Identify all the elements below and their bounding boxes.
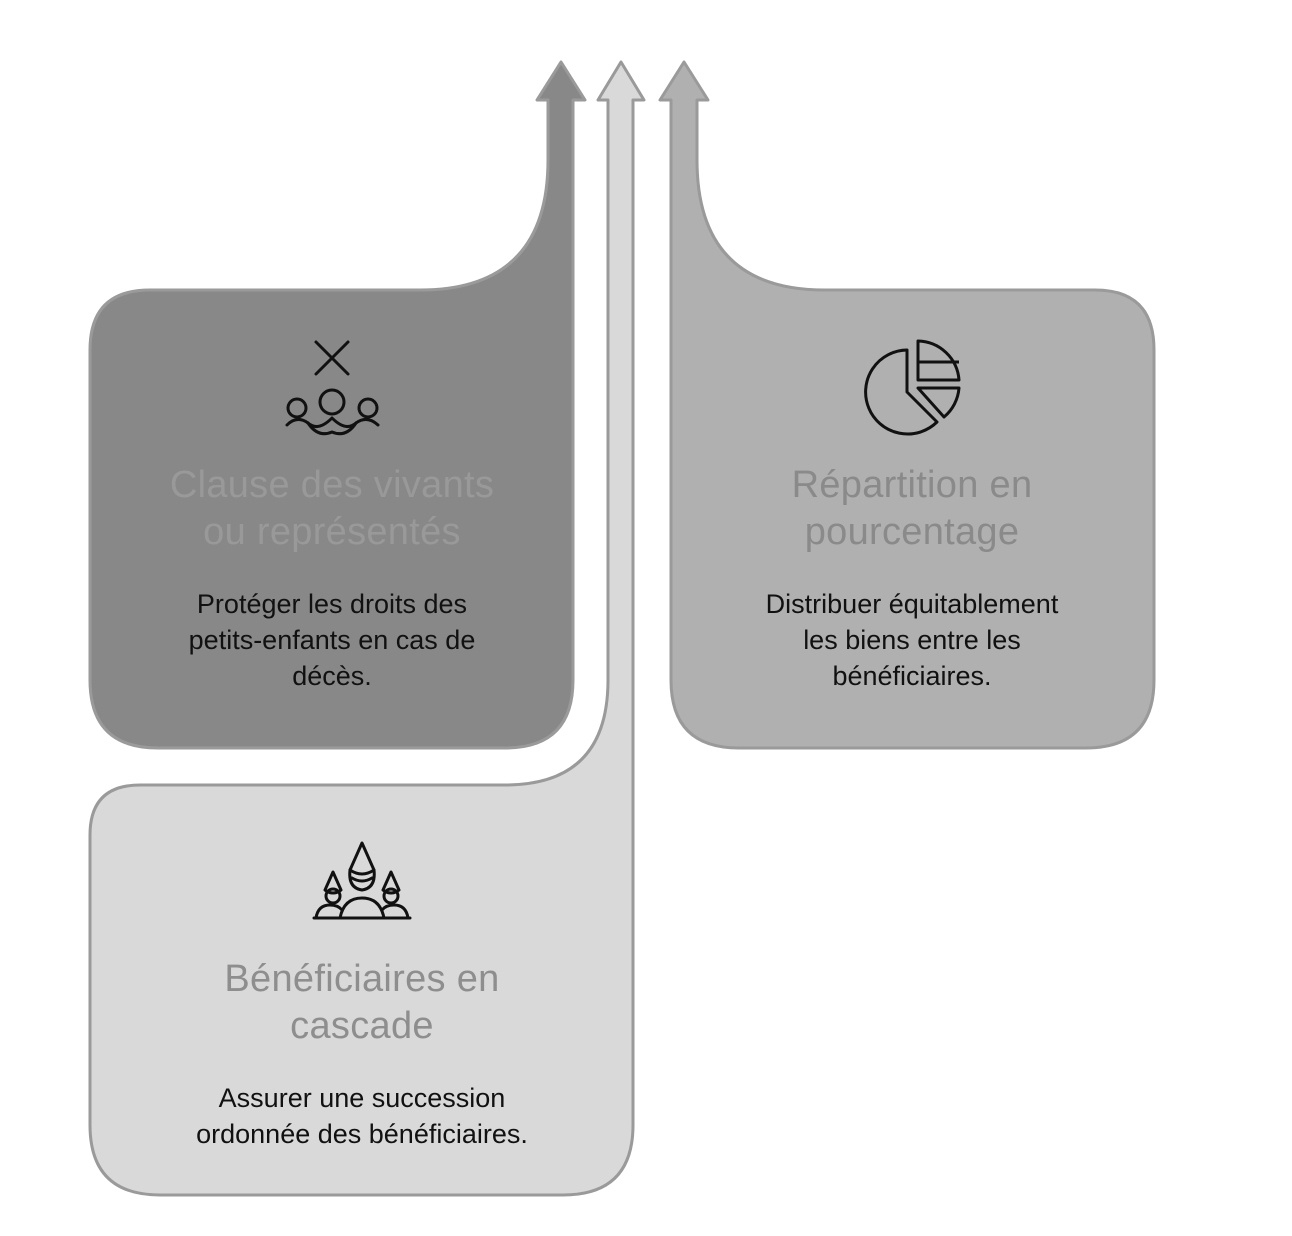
card-repartition-title: Répartition en pourcentage bbox=[680, 462, 1144, 556]
card-clause: Clause des vivants ou représentés Protég… bbox=[100, 462, 564, 694]
card-clause-description: Protéger les droits des petits-enfants e… bbox=[100, 586, 564, 694]
card-cascade-title-line1: Bénéficiaires en bbox=[224, 958, 500, 1000]
card-clause-title: Clause des vivants ou représentés bbox=[100, 462, 564, 556]
card-clause-desc-line2: petits-enfants en cas de bbox=[188, 625, 476, 655]
cascade-people-icon bbox=[312, 841, 412, 920]
card-repartition-description: Distribuer équitablement les biens entre… bbox=[680, 586, 1144, 694]
card-repartition-title-line2: pourcentage bbox=[804, 511, 1020, 553]
card-clause-shape bbox=[88, 60, 587, 750]
card-cascade-description: Assurer une succession ordonnée des béné… bbox=[100, 1080, 624, 1152]
card-cascade-desc-line1: Assurer une succession bbox=[218, 1083, 506, 1113]
card-cascade-desc-line2: ordonnée des bénéficiaires. bbox=[196, 1119, 528, 1149]
card-repartition: Répartition en pourcentage Distribuer éq… bbox=[680, 462, 1144, 694]
pie-chart-icon bbox=[864, 339, 961, 436]
card-repartition-shape bbox=[658, 60, 1156, 750]
card-clause-desc-line3: décès. bbox=[292, 661, 372, 691]
card-repartition-desc-line1: Distribuer équitablement bbox=[765, 589, 1059, 619]
card-repartition-desc-line2: les biens entre les bbox=[803, 625, 1021, 655]
card-clause-title-line1: Clause des vivants bbox=[169, 464, 495, 506]
card-cascade: Bénéficiaires en cascade Assurer une suc… bbox=[100, 956, 624, 1152]
card-clause-desc-line1: Protéger les droits des bbox=[196, 589, 468, 619]
card-cascade-title: Bénéficiaires en cascade bbox=[100, 956, 624, 1050]
card-cascade-shape bbox=[88, 60, 646, 1197]
card-clause-title-line2: ou représentés bbox=[203, 511, 461, 553]
card-repartition-title-line1: Répartition en bbox=[791, 464, 1033, 506]
card-cascade-title-line2: cascade bbox=[290, 1005, 434, 1047]
card-repartition-desc-line3: bénéficiaires. bbox=[832, 661, 992, 691]
people-cross-icon bbox=[285, 340, 380, 436]
